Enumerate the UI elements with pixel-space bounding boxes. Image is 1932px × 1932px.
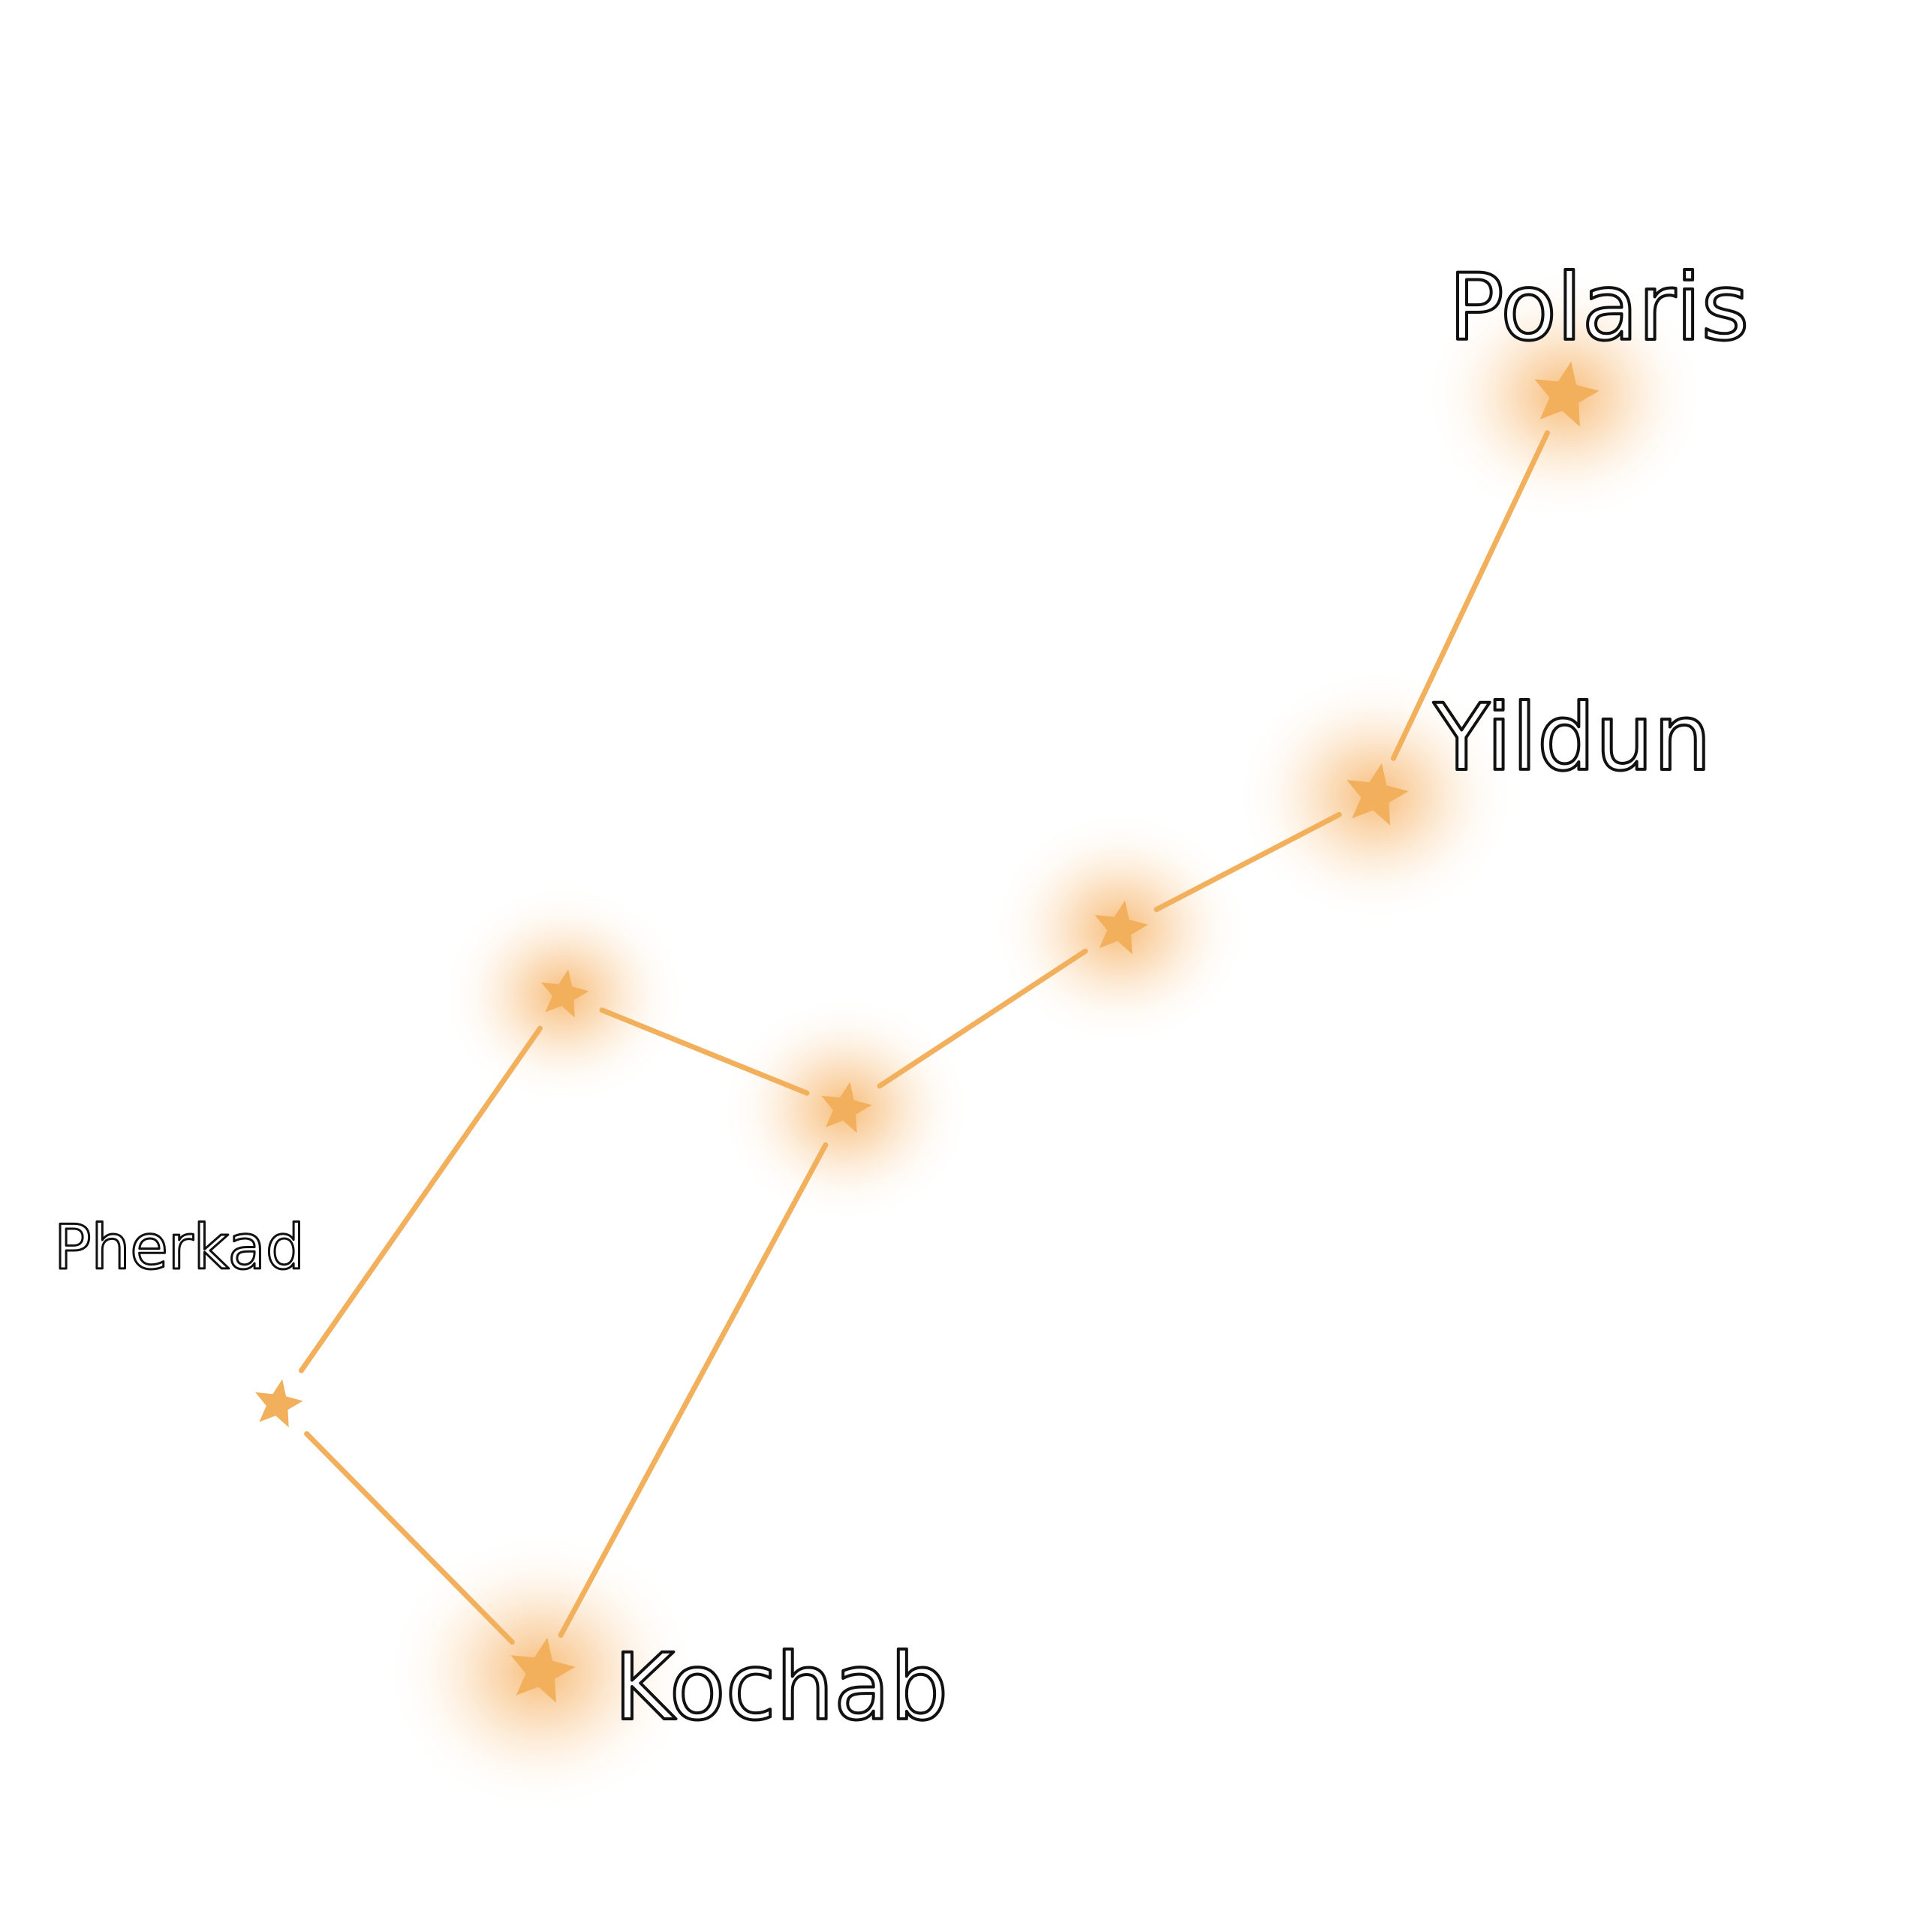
star-yildun-icon	[1347, 763, 1409, 826]
line-polaris-yildun	[1391, 430, 1550, 761]
line-zeta-eta	[599, 1007, 810, 1096]
line-pherkad-kochab	[304, 1431, 515, 1645]
stars	[255, 361, 1599, 1703]
star-epsilon-icon	[1094, 900, 1148, 955]
label-yildun: Yildun	[1433, 685, 1711, 791]
star-polaris-icon	[1534, 361, 1599, 427]
connection-lines	[299, 430, 1550, 1645]
label-pherkad: Pherkad	[54, 1212, 305, 1283]
label-polaris: Polaris	[1449, 254, 1749, 361]
star-kochab-icon	[510, 1637, 576, 1703]
star-eta-icon	[541, 969, 589, 1018]
star-labels: Polaris Yildun Pherkad Kochab	[53, 253, 1751, 1742]
label-kochab: Kochab	[614, 1634, 948, 1741]
line-zeta-kochab	[558, 1142, 829, 1639]
line-yildun-epsilon	[1154, 811, 1342, 913]
line-eta-pherkad	[299, 1025, 543, 1374]
star-glow-layer	[384, 267, 1708, 1813]
line-epsilon-zeta	[877, 948, 1088, 1089]
star-pherkad-icon	[255, 1379, 303, 1428]
star-zeta-icon	[821, 1082, 872, 1133]
